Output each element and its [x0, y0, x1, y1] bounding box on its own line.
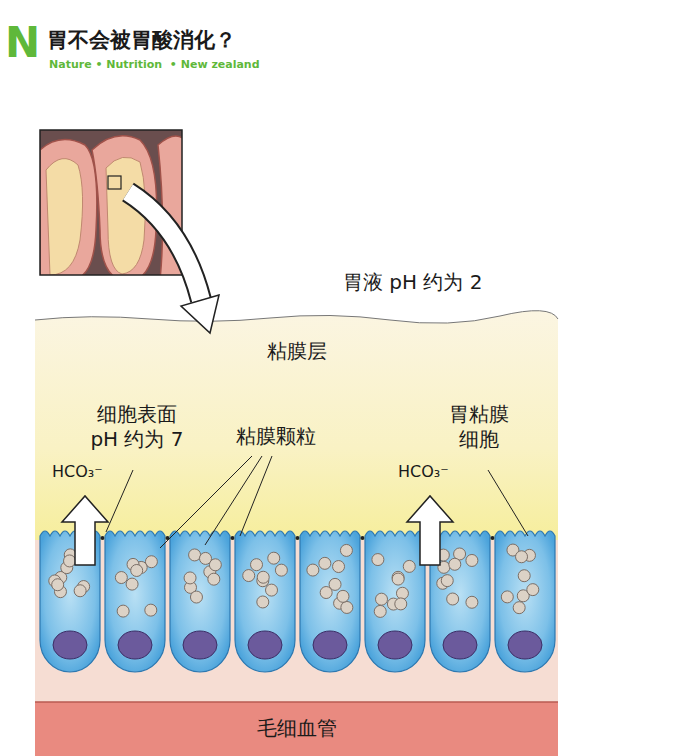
junction-dot: [101, 536, 105, 540]
mucosa-cell: [105, 531, 165, 672]
capillary-edge: [35, 701, 558, 703]
gastric-juice-ph: 胃液 pH 约为 2: [343, 270, 483, 295]
mucus-granule: [184, 572, 196, 584]
leader-line: [240, 456, 272, 536]
junction-dot: [361, 536, 365, 540]
leader-line: [106, 470, 133, 532]
nucleus: [248, 631, 282, 659]
mucus-granule: [117, 605, 129, 617]
junction-dot: [231, 536, 235, 540]
inset-picture: [40, 130, 182, 275]
mucus-granule: [340, 544, 352, 556]
mucus-granule: [333, 561, 345, 573]
mucosa-cell: [300, 531, 360, 672]
mucus-granule: [251, 559, 263, 571]
mucus-granule: [337, 590, 349, 602]
mucus-granule: [396, 587, 408, 599]
mucus-granule: [376, 593, 388, 605]
mucus-granule: [518, 570, 530, 582]
mucus-granule: [374, 605, 386, 617]
zoom-arrow: [128, 192, 201, 300]
mucus-granule: [466, 554, 478, 566]
subtitle: Nature • Nutrition • New zealand: [49, 58, 260, 72]
junction-dot: [491, 536, 495, 540]
mucus-granule: [64, 555, 76, 567]
bicarbonate-arrow: [407, 496, 453, 565]
mucus-granule: [52, 579, 64, 591]
mucus-granule: [115, 572, 127, 584]
nucleus: [508, 631, 542, 659]
bicarbonate-arrow: [62, 496, 108, 565]
mucus-granule: [527, 584, 539, 596]
nucleus: [378, 631, 412, 659]
mucus-granule: [243, 570, 255, 582]
mucus-granule: [403, 560, 415, 572]
mucus-granule: [189, 549, 201, 561]
mucus-granule: [126, 578, 138, 590]
cell-row: [40, 531, 555, 672]
zoom-arrow-outline: [128, 192, 201, 300]
mucus-granule: [307, 564, 319, 576]
mucus-granule: [392, 573, 404, 585]
zoom-arrow-head: [181, 295, 219, 333]
mucus-granule: [320, 587, 332, 599]
mucus-granule: [200, 552, 212, 564]
nucleus: [443, 631, 477, 659]
mucosa-cell: [170, 531, 230, 672]
mucus-surface: [35, 311, 558, 324]
band-label: 粘膜层: [35, 338, 558, 365]
mucus-granule: [257, 596, 269, 608]
leader-line: [205, 456, 262, 545]
tissue-ground: [35, 515, 558, 705]
mucosa-cell: [495, 531, 555, 672]
mucus-granule: [275, 564, 287, 576]
title: 胃不会被胃酸消化？: [47, 27, 236, 53]
leader-line: [160, 456, 252, 548]
mucus-granule: [266, 584, 278, 596]
mucus-granule: [257, 571, 269, 583]
nucleus: [53, 631, 87, 659]
granule-label: 粘膜颗粒: [236, 424, 316, 449]
mucus-granule: [341, 601, 353, 613]
inset-frame: [40, 130, 182, 275]
mucosa-cell: [365, 531, 425, 672]
mucus-granule: [74, 585, 86, 597]
mucus-granule: [395, 598, 407, 610]
mucosa-cell: [235, 531, 295, 672]
junction-dot: [296, 536, 300, 540]
mucus-granule: [145, 604, 157, 616]
mucus-granule: [513, 602, 525, 614]
mucus-granule: [131, 564, 143, 576]
nucleus: [118, 631, 152, 659]
mucus-granule: [441, 575, 453, 587]
mucus-granule: [501, 591, 513, 603]
nucleus: [313, 631, 347, 659]
mucus-granule: [190, 591, 202, 603]
mucus-granule: [372, 554, 384, 566]
capillary-band: 毛细血管: [35, 703, 558, 756]
band-label: 毛细血管: [35, 715, 558, 742]
cell-label: 胃粘膜 细胞: [446, 402, 512, 452]
mucus-granule: [268, 552, 280, 564]
capillary-band: [35, 702, 558, 756]
nucleus: [183, 631, 217, 659]
cell-surface-ph: 细胞表面 pH 约为 7: [90, 402, 184, 452]
mucus-granule: [449, 558, 461, 570]
mucus-granule: [447, 593, 459, 605]
mucus-granule: [319, 557, 331, 569]
mucus-band: [35, 311, 558, 540]
mucus-granule: [208, 573, 220, 585]
bicarbonate-label: HCO₃⁻: [52, 462, 103, 482]
mucus-granule: [466, 596, 478, 608]
logo-letter: N: [5, 22, 40, 64]
mucus-granule: [516, 551, 528, 563]
bicarbonate-label: HCO₃⁻: [398, 462, 449, 482]
mucus-layer-band: 粘膜层: [35, 334, 558, 374]
leader-line: [488, 470, 528, 536]
